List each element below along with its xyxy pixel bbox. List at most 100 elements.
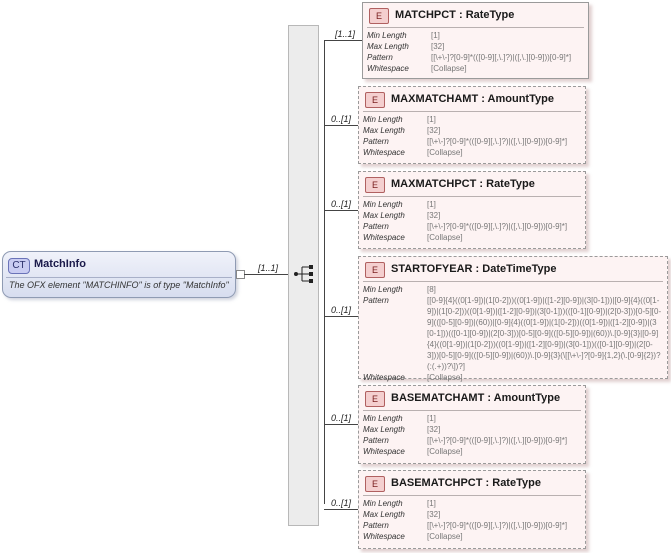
property-key: Whitespace [363,373,405,382]
connector-line [324,40,362,41]
element-card[interactable]: E STARTOFYEAR : DateTimeType Min Length … [358,256,668,382]
property-row: Whitespace [Collapse] [363,446,581,457]
property-row: Pattern [[\+\-]?[0-9]*(([0-9][,\.]?)|([,… [367,52,584,63]
property-row: Whitespace [Collapse] [363,232,581,243]
property-key: Whitespace [367,64,409,73]
divider [367,27,584,28]
element-name: BASEMATCHPCT [391,477,483,489]
property-row: Max Length [32] [363,509,581,520]
property-key: Min Length [363,200,403,209]
property-value: [[\+\-]?[0-9]*(([0-9][,\.]?)|([,\.][0-9]… [427,436,568,445]
element-card[interactable]: E BASEMATCHAMT : AmountType Min Length [… [358,385,586,464]
connector-spine [324,40,325,504]
element-header: E MAXMATCHAMT : AmountType [359,87,585,108]
element-title: BASEMATCHAMT : AmountType [391,392,561,404]
property-value: [32] [427,425,441,434]
complex-type-name: MatchInfo [34,258,86,270]
element-type: RateType [486,178,535,190]
element-card[interactable]: E MAXMATCHAMT : AmountType Min Length [1… [358,86,586,164]
property-key: Pattern [363,521,389,530]
element-cardinality: 0..[1] [331,413,352,423]
element-type: RateType [465,9,515,21]
property-key: Pattern [367,53,393,62]
element-cardinality: [1..1] [335,29,356,39]
property-key: Whitespace [363,233,405,242]
sequence-bar [288,25,319,526]
element-header: E STARTOFYEAR : DateTimeType [359,257,667,278]
property-row: Pattern [[\+\-]?[0-9]*(([0-9][,\.]?)|([,… [363,221,581,232]
complex-type-description: The OFX element "MATCHINFO" is of type "… [9,280,229,290]
property-row: Min Length [1] [363,413,581,424]
property-row: Pattern [[\+\-]?[0-9]*(([0-9][,\.]?)|([,… [363,136,581,147]
element-badge: E [365,177,385,193]
property-value: [[\+\-]?[0-9]*(([0-9][,\.]?)|([,\.][0-9]… [427,521,568,530]
element-name: MATCHPCT [395,9,456,21]
property-row: Whitespace [Collapse] [363,531,581,542]
element-title: MAXMATCHAMT : AmountType [391,93,554,105]
element-properties: Min Length [1] Max Length [32] Pattern [… [363,199,581,243]
property-value: [1] [431,31,440,40]
property-row: Pattern [[\+\-]?[0-9]*(([0-9][,\.]?)|([,… [363,520,581,531]
property-value: [1] [427,414,436,423]
element-properties: Min Length [1] Max Length [32] Pattern [… [363,413,581,457]
element-properties: Min Length [1] Max Length [32] Pattern [… [363,114,581,158]
element-header: E MAXMATCHPCT : RateType [359,172,585,193]
property-row: Pattern [[\+\-]?[0-9]*(([0-9][,\.]?)|([,… [363,435,581,446]
element-badge: E [365,476,385,492]
element-badge: E [365,391,385,407]
element-badge: E [365,92,385,108]
property-key: Min Length [363,285,403,294]
property-row: Whitespace [Collapse] [363,147,581,158]
property-key: Min Length [363,414,403,423]
property-row: Pattern [[0-9]{4}((0[1-9])|(1[0-2]))((0[… [363,295,663,372]
property-key: Whitespace [363,148,405,157]
property-key: Max Length [363,510,405,519]
property-value: [Collapse] [427,447,463,456]
divider [363,111,581,112]
connector-line [244,274,288,275]
property-value: [32] [427,126,441,135]
property-key: Whitespace [363,532,405,541]
property-row: Whitespace [Collapse] [367,63,584,74]
element-card[interactable]: E MAXMATCHPCT : RateType Min Length [1] … [358,171,586,249]
property-value: [[\+\-]?[0-9]*(([0-9][,\.]?)|([,\.][0-9]… [431,53,572,62]
property-row: Min Length [1] [363,498,581,509]
sequence-compositor-icon[interactable] [293,264,315,284]
element-properties: Min Length [8] Pattern [[0-9]{4}((0[1-9]… [363,284,663,383]
property-row: Min Length [1] [363,114,581,125]
property-key: Pattern [363,137,389,146]
property-value: [Collapse] [427,233,463,242]
element-name: MAXMATCHAMT [391,93,479,105]
property-key: Pattern [363,296,389,305]
property-row: Max Length [32] [367,41,584,52]
element-type: RateType [492,477,541,489]
property-key: Pattern [363,436,389,445]
property-value: [Collapse] [427,532,463,541]
property-key: Max Length [363,126,405,135]
element-cardinality: 0..[1] [331,305,352,315]
property-value: [1] [427,200,436,209]
divider [363,495,581,496]
divider [363,281,663,282]
property-value: [32] [427,510,441,519]
element-card[interactable]: E MATCHPCT : RateType Min Length [1] Max… [362,2,589,79]
complex-type-box[interactable]: CT MatchInfo The OFX element "MATCHINFO"… [2,251,236,298]
element-card[interactable]: E BASEMATCHPCT : RateType Min Length [1]… [358,470,586,549]
property-key: Min Length [363,499,403,508]
property-key: Min Length [367,31,407,40]
property-value: [[\+\-]?[0-9]*(([0-9][,\.]?)|([,\.][0-9]… [427,222,568,231]
connector-line [324,125,358,126]
property-row: Max Length [32] [363,424,581,435]
element-type: AmountType [493,392,561,404]
element-name: STARTOFYEAR [391,263,473,275]
connector-line [324,210,358,211]
complex-type-cardinality: [1..1] [258,263,279,273]
property-key: Max Length [363,211,405,220]
property-value: [1] [427,115,436,124]
element-cardinality: 0..[1] [331,114,352,124]
element-type: DateTimeType [482,263,557,275]
element-properties: Min Length [1] Max Length [32] Pattern [… [367,30,584,74]
property-value: [32] [427,211,441,220]
element-type: AmountType [487,93,554,105]
divider [363,410,581,411]
